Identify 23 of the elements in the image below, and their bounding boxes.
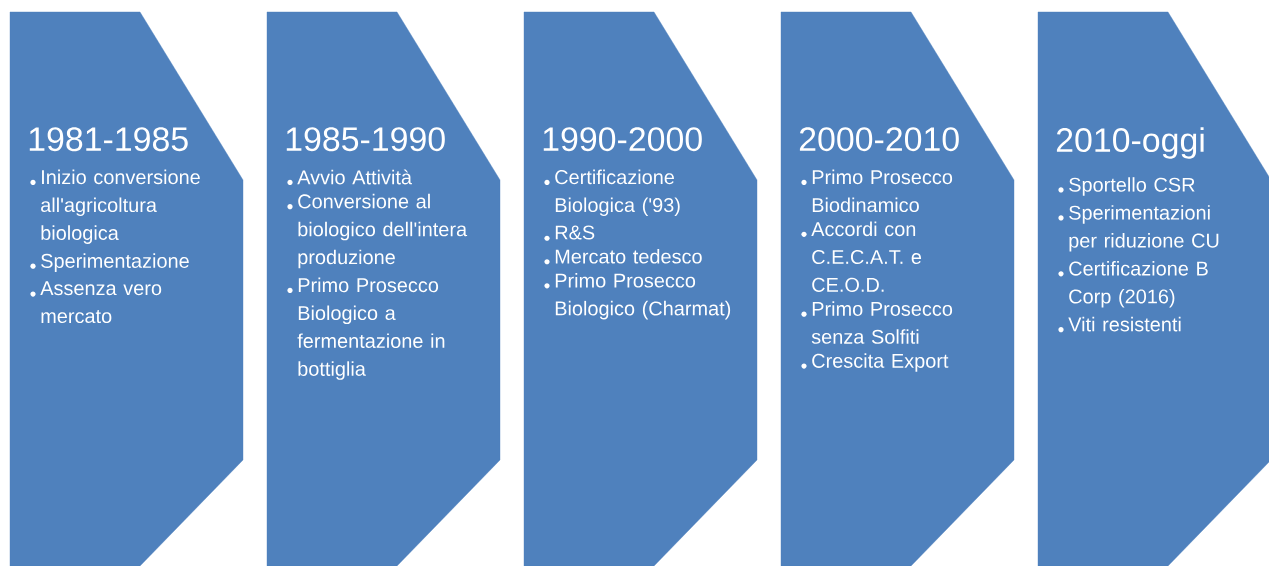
bullet-item: Assenza vero mercato — [40, 281, 162, 324]
period-heading: 1981-1985 — [29, 127, 188, 152]
period-heading: 2000-2010 — [799, 127, 959, 152]
bullet-item: Certificazione B Corp (2016) — [1069, 261, 1208, 308]
bullet-item: Sportello CSR — [1069, 177, 1195, 196]
bullet-item: Inizio conversione all'agricoltura biologica — [41, 169, 200, 244]
period-heading: 1990-2000 — [543, 127, 702, 152]
bullet-item: Accordi con C.E.C.A.T. e CE.O.D. — [811, 221, 922, 292]
bullet-item: Primo Prosecco Biodinamico — [812, 169, 953, 213]
bullet-item: Mercato tedesco — [555, 248, 702, 264]
bullet-item: Crescita Export — [812, 353, 949, 372]
bullet-item: Certificazione Biologica ('93) — [555, 169, 680, 217]
bullet-item: Conversione al biologico dell'intera produzione — [298, 193, 468, 269]
bullet-item: Primo Prosecco Biologico (Charmat) — [555, 273, 731, 320]
bullet-item: Sperimentazioni per riduzione CU — [1069, 205, 1219, 252]
period-heading: 1985-1990 — [286, 127, 445, 152]
period-heading: 2010-oggi — [1056, 127, 1204, 159]
bullet-item: Viti resistenti — [1068, 316, 1181, 332]
bullet-item: R&S — [555, 225, 595, 240]
bullet-item: Sperimentazione — [41, 253, 189, 272]
bullet-item: Avvio Attività — [297, 169, 412, 185]
bullet-item: Primo Prosecco Biologico a fermentazione in bottiglia — [297, 277, 445, 380]
bullet-item: Primo Prosecco senza Solfiti — [811, 301, 953, 344]
